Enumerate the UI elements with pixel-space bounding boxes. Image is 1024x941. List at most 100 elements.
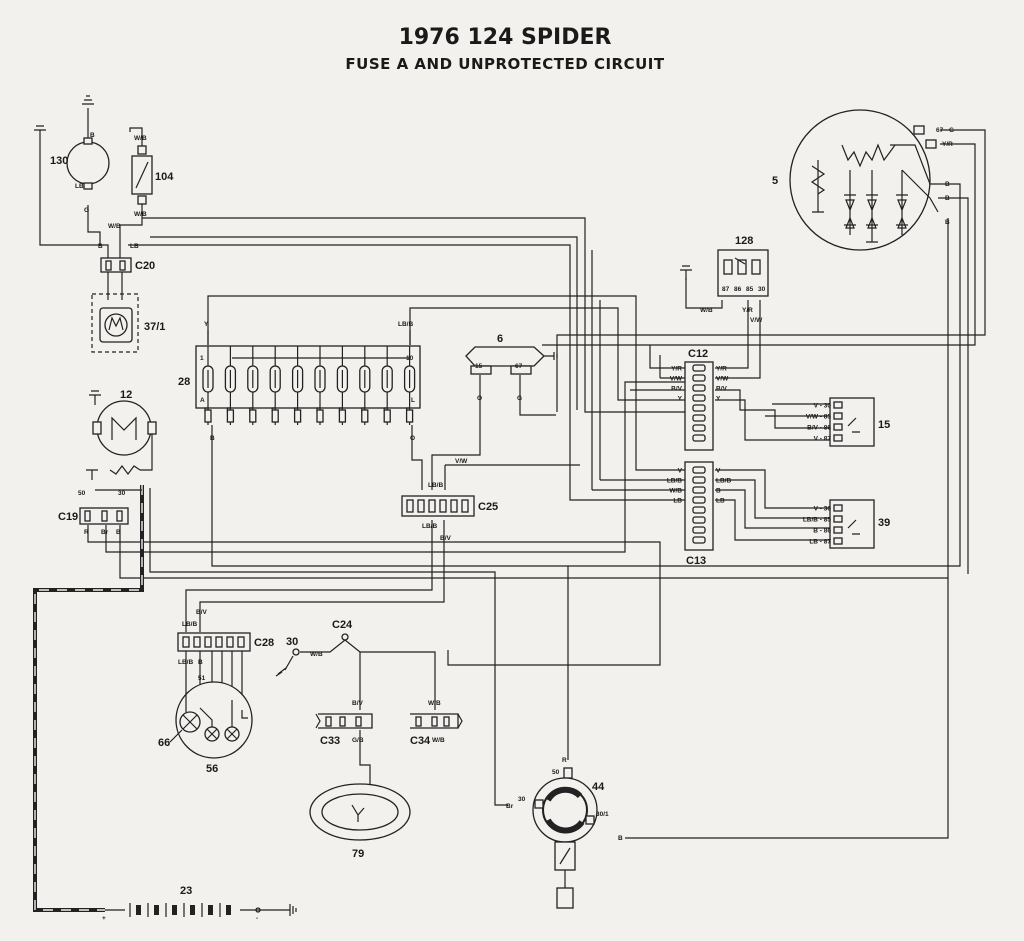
component-56: 66 56 [158,681,253,775]
c25-pin [417,499,425,513]
c12-left-label: Y/R [671,366,682,373]
svg-text:Br: Br [506,803,514,810]
diagram-title: 1976 124 SPIDER [399,25,612,50]
svg-text:V/W: V/W [455,458,468,465]
svg-text:85: 85 [746,286,754,293]
c13-left-label: W/B [669,488,682,495]
battery-cell-plate [208,905,213,915]
c28-pin [215,636,223,648]
relay15-pin [833,434,843,442]
svg-text:6: 6 [497,333,503,345]
fuse-2 [224,346,237,425]
svg-text:5: 5 [772,175,778,187]
component-5: 5 67 - G Y/R B B B [772,109,954,251]
c12-pin [692,404,706,412]
svg-text:V/W: V/W [750,317,763,324]
svg-text:Y/R: Y/R [942,141,953,148]
relay39-label: LB/B - 85 [803,517,832,524]
connector-c19: 50 30 C19 R Br B [58,490,129,536]
c28-pin [237,636,245,648]
relay15-label: V/W - 85 [806,414,832,421]
relay39-pin [833,537,843,545]
svg-text:LB/B: LB/B [182,621,197,628]
relay39-pin [833,504,843,512]
relay15-label: V - 30 [814,403,832,410]
c13-right-label: B [716,488,721,495]
fuse-4 [269,346,281,425]
c13-pin [692,536,706,544]
c13-pin [692,506,706,514]
svg-text:W/B: W/B [432,737,445,744]
svg-text:B: B [90,132,95,139]
svg-text:86: 86 [734,286,742,293]
svg-text:C19: C19 [58,511,78,523]
c12-pin [692,364,706,372]
svg-text:O: O [410,435,415,442]
svg-text:-: - [256,915,258,922]
c13-pin [692,486,706,494]
svg-text:C12: C12 [688,348,708,360]
svg-text:30: 30 [758,286,766,293]
c12-pin [692,424,706,432]
fuse-5 [291,346,304,425]
svg-text:1: 1 [200,355,204,362]
c25-pin [428,499,436,513]
component-44: R 50 Br 30 30/1 B 44 [506,757,623,909]
battery-cell-plate [154,905,159,915]
component-79: 79 [309,783,411,860]
svg-text:B/V: B/V [352,700,364,707]
c12-right-label: B/V [716,386,728,393]
svg-text:LB: LB [130,243,139,250]
svg-text:15: 15 [878,419,890,431]
svg-text:50: 50 [78,490,86,497]
wire-harness [39,127,986,839]
svg-text:W/B: W/B [700,307,713,314]
fuse-3 [247,346,259,425]
svg-text:LB: LB [75,183,84,190]
svg-text:28: 28 [178,376,190,388]
relay39-pin [833,515,843,523]
svg-text:Y: Y [204,321,209,328]
svg-text:23: 23 [180,885,192,897]
svg-text:R: R [84,529,89,536]
fuse-10 [403,346,416,425]
c12-right-label: Y [716,396,721,403]
label-104: 104 [155,171,174,183]
svg-text:30: 30 [286,636,298,648]
svg-text:B: B [618,835,623,842]
c13-pin [692,516,706,524]
svg-text:W/B: W/B [134,135,147,142]
battery-cell-plate [136,905,141,915]
c13-right-label: LB/B [716,478,731,485]
svg-text:37/1: 37/1 [144,321,165,333]
svg-text:Br: Br [101,529,109,536]
svg-text:W/B: W/B [108,223,121,230]
c12-pin [692,384,706,392]
svg-text:G/B: G/B [352,737,364,744]
c12-left-label: Y [678,396,683,403]
c28-pin [226,636,234,648]
c12-pin [692,414,706,422]
svg-text:30: 30 [518,796,526,803]
svg-text:G: G [84,207,89,214]
c13-pin [692,466,706,474]
relay15-label: B/V - 86 [807,425,831,432]
svg-text:A: A [200,397,205,404]
component-6: 6 15 67 O G [465,333,558,402]
relay15-pin [833,423,843,431]
svg-text:G: G [517,395,522,402]
fuse-box-28: Y LB/B 28 1 10 A L B O [178,321,421,442]
fuse-8 [359,346,371,425]
svg-text:B: B [945,195,950,202]
c28-pin [182,636,190,648]
c12-right-label: Y/R [716,366,727,373]
battery-cell-plate [226,905,231,915]
connector-c24: C24 [332,619,353,641]
svg-text:56: 56 [206,763,218,775]
battery-cell-plate [190,905,195,915]
svg-text:W/B: W/B [310,651,323,658]
fuse-7 [336,346,349,425]
c13-left-label: LB/B [667,478,682,485]
label-130: 130 [50,155,68,167]
